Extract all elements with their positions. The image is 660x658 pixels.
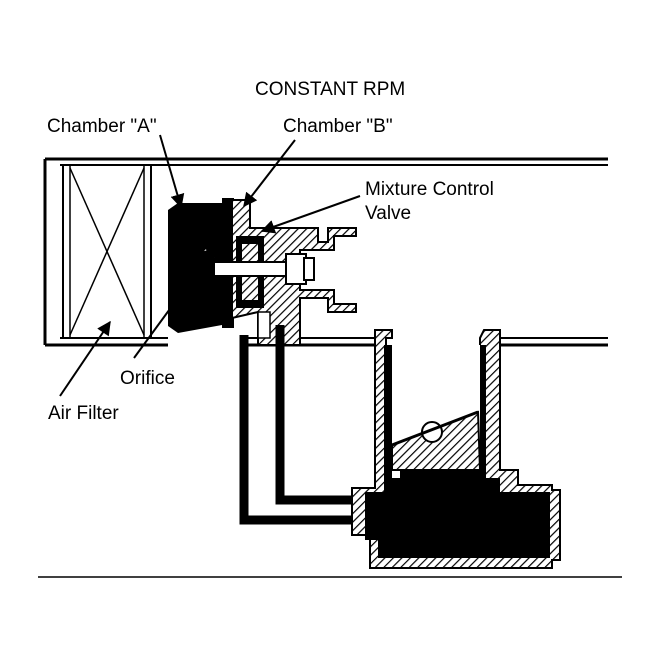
leader-orifice bbox=[133, 244, 217, 359]
diagram-title: CONSTANT RPM bbox=[255, 79, 405, 100]
label-air-filter: Air Filter bbox=[48, 403, 119, 424]
label-orifice: Orifice bbox=[120, 368, 175, 389]
vacuum-line-a bbox=[239, 335, 360, 525]
throttle-body bbox=[351, 329, 561, 569]
label-mixture-control-line2: Valve bbox=[365, 203, 411, 224]
leader-mixture-control bbox=[260, 195, 361, 234]
air-duct bbox=[43, 157, 608, 347]
leader-chamber-a bbox=[159, 134, 185, 209]
label-mixture-control-line1: Mixture Control bbox=[365, 179, 494, 200]
vacuum-line-b bbox=[257, 311, 360, 505]
leader-air-filter bbox=[59, 320, 111, 397]
leader-chamber-b bbox=[243, 139, 296, 208]
air-filter-element bbox=[62, 164, 152, 339]
label-chamber-a: Chamber "A" bbox=[47, 116, 157, 137]
valve-stem bbox=[204, 249, 315, 285]
label-chamber-b: Chamber "B" bbox=[283, 116, 393, 137]
